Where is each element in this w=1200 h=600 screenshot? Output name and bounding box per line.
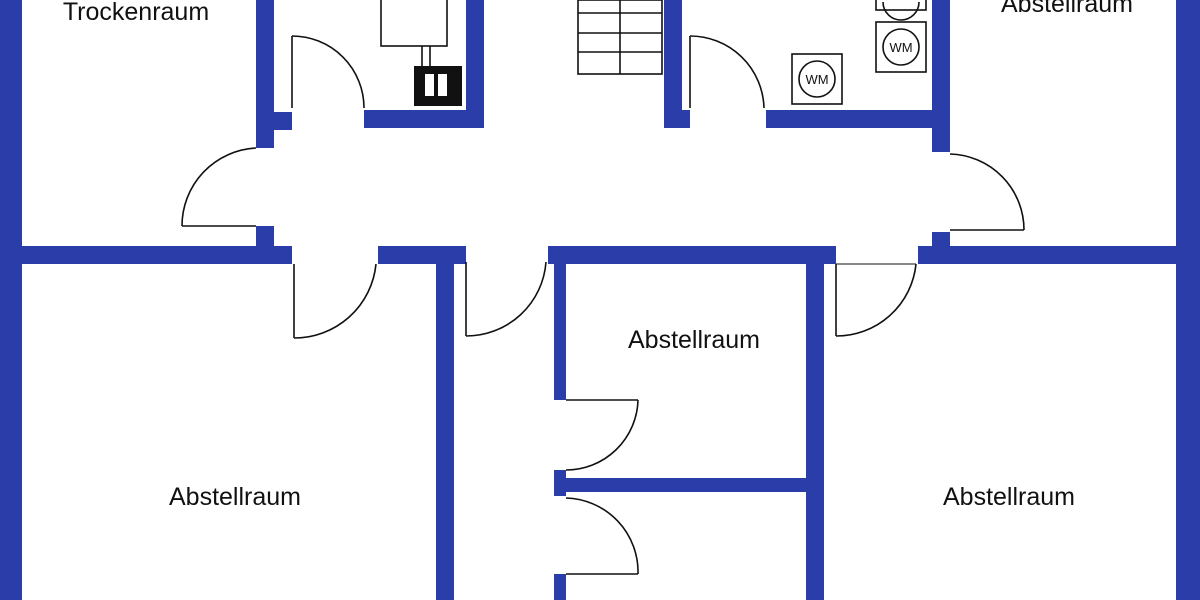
wall-washer-right-lower: [932, 232, 950, 248]
wall-center-left-mid: [554, 470, 566, 496]
door-arc-icon: [293, 263, 377, 339]
corridor-wall-left: [0, 246, 292, 264]
door-arc-icon: [949, 153, 1025, 231]
wall-center-left-upper: [554, 264, 566, 400]
wall-heater-right: [466, 0, 484, 128]
door-arc-icon: [565, 497, 639, 575]
label-storage-bottom-left: Abstellraum: [169, 483, 301, 511]
room-labels: Trockenraum Abstellraum Abstellraum Abst…: [63, 0, 1133, 511]
label-drying-room: Trockenraum: [63, 0, 209, 26]
door-arc-icon: [291, 35, 365, 109]
wall-center-right: [806, 264, 824, 600]
washing-machine-icon: [875, 21, 927, 73]
wall-stairs-stub: [682, 110, 690, 128]
wall-center-divider: [566, 478, 806, 492]
wall-heater-bottom: [364, 110, 484, 128]
doors: [181, 35, 1025, 575]
wall-washer-right: [932, 0, 950, 152]
fixtures: [380, 0, 927, 105]
washer-label-1: WM: [889, 40, 912, 55]
wall-drying-right-lower: [256, 226, 274, 246]
door-arc-icon: [565, 399, 639, 471]
wall-washer-bottom: [766, 110, 950, 128]
wall-stairs-right: [664, 0, 682, 128]
appliance-labels: WM WM: [805, 40, 912, 87]
door-arc-icon: [181, 147, 257, 227]
wall-lower-left-room: [436, 264, 454, 600]
door-arc-icon: [465, 261, 547, 337]
label-storage-center: Abstellraum: [628, 326, 760, 354]
door-arc-icon: [689, 35, 765, 109]
door-arc-icon: [835, 263, 917, 337]
washer-drum-2: [798, 60, 836, 98]
washing-machine-icon: [791, 53, 843, 105]
corridor-wall-mid: [548, 246, 836, 264]
washer-top-drum: [882, 1, 920, 21]
label-storage-bottom-right: Abstellraum: [943, 483, 1075, 511]
stairs-icon: [577, 0, 663, 75]
label-storage-top-right: Abstellraum: [1001, 0, 1133, 18]
corridor-wall-right: [918, 246, 1200, 264]
boiler-tank: [380, 0, 448, 47]
corridor-wall-mid-left: [378, 246, 466, 264]
wall-drying-right-upper: [256, 0, 274, 148]
wall-stub-left: [274, 112, 292, 130]
washer-drum-1: [882, 28, 920, 66]
washer-top-partial: [875, 0, 927, 11]
outer-wall-right: [1176, 0, 1200, 600]
washer-label-2: WM: [805, 72, 828, 87]
wall-center-left-lower: [554, 574, 566, 600]
outer-wall-left: [0, 0, 22, 600]
heater-icon: [414, 66, 462, 106]
